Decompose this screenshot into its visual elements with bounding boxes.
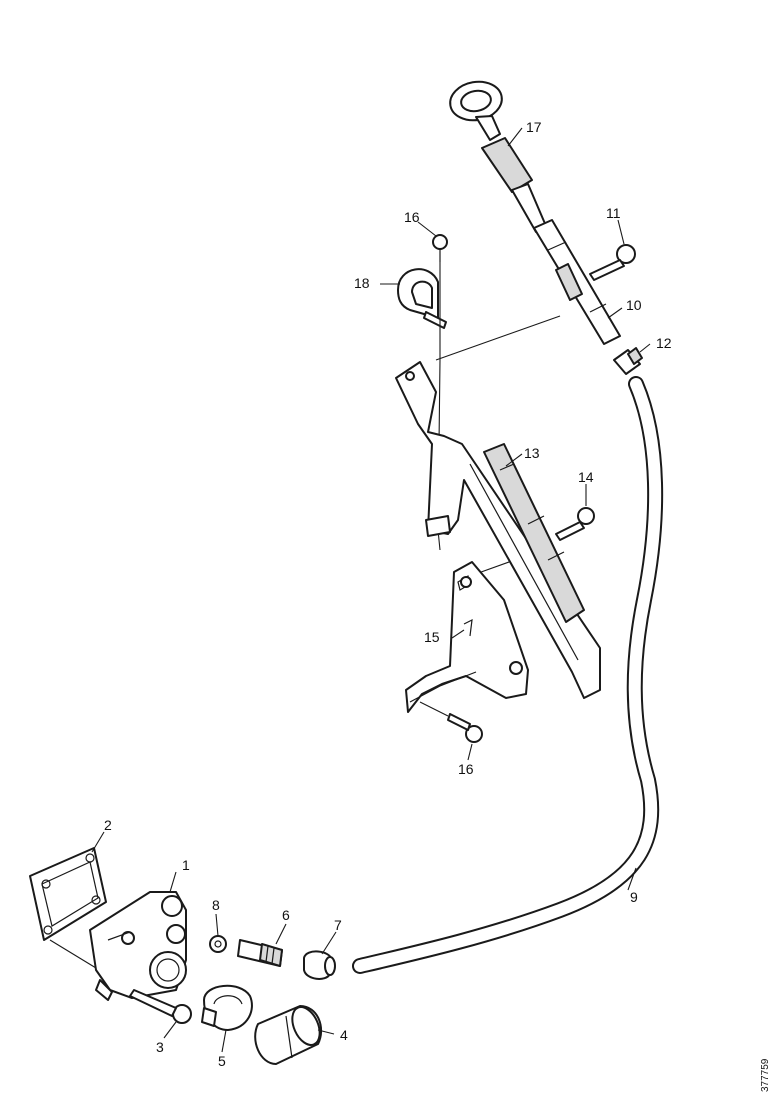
- callout-10: 10: [626, 297, 642, 313]
- dipstick-handle-17: [449, 80, 547, 233]
- bracket-13: [395, 361, 601, 699]
- washer-8: [209, 935, 227, 953]
- callout-8: 8: [212, 897, 220, 913]
- gasket-2: [29, 847, 107, 941]
- callout-5: 5: [218, 1053, 226, 1069]
- callout-9: 9: [630, 889, 638, 905]
- filter-housing-1: [89, 891, 187, 1001]
- screw-16-top: [432, 234, 448, 262]
- bolt-14: [555, 507, 595, 541]
- callout-12: 12: [656, 335, 672, 351]
- callout-3: 3: [156, 1039, 164, 1055]
- callout-11: 11: [606, 205, 621, 221]
- callout-leaders: [91, 127, 651, 1053]
- filter-4: [254, 1005, 323, 1065]
- bolt-3: [129, 989, 192, 1024]
- callout-labels: 1 2 3 4 5 6 7 8 9 10 11 12 13 14 15 16 1…: [104, 119, 672, 1069]
- dipstick-tube-10: [533, 219, 621, 345]
- callout-15: 15: [424, 629, 440, 645]
- callout-6: 6: [282, 907, 290, 923]
- callout-4: 4: [340, 1027, 348, 1043]
- callout-14: 14: [578, 469, 594, 485]
- nipple-7: [303, 950, 336, 980]
- callout-2: 2: [104, 817, 112, 833]
- callout-17: 17: [526, 119, 542, 135]
- clamp-18: [397, 268, 447, 329]
- fitting-6: [237, 939, 283, 967]
- callout-16-bottom: 16: [458, 761, 474, 777]
- callout-7: 7: [334, 917, 342, 933]
- screw-16-bottom: [419, 701, 483, 743]
- document-id: 377759: [760, 1058, 771, 1092]
- callout-18: 18: [354, 275, 370, 291]
- bracket-15: [405, 561, 529, 713]
- adapter-12: [613, 347, 643, 375]
- hose-9: [352, 376, 664, 974]
- clamp-5: [201, 984, 253, 1031]
- callout-1: 1: [182, 857, 190, 873]
- callout-13: 13: [524, 445, 540, 461]
- callout-16-top: 16: [404, 209, 420, 225]
- bolt-11: [589, 244, 636, 281]
